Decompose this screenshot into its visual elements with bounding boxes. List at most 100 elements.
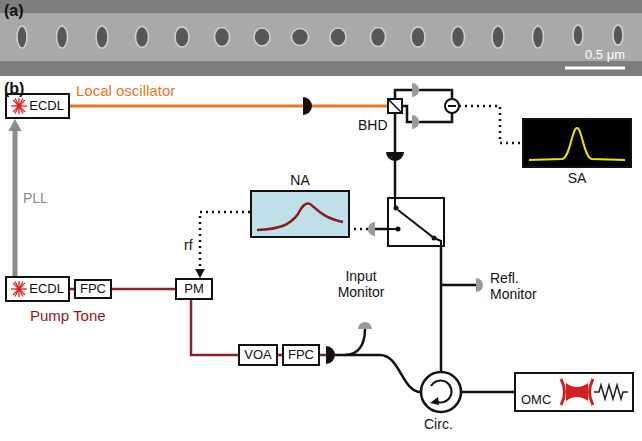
connector <box>13 130 18 276</box>
laser-core <box>17 287 22 292</box>
cavity-mirror <box>561 379 565 405</box>
subtractor <box>448 105 456 107</box>
hole <box>533 26 544 48</box>
wire <box>419 113 452 122</box>
node-label: OMC <box>521 393 551 408</box>
lens <box>386 152 404 161</box>
hole <box>215 28 230 47</box>
connector <box>200 212 250 270</box>
annotation-label: Input Monitor <box>330 268 392 300</box>
laser-icon <box>10 97 28 115</box>
annotation-label: (a) <box>4 2 24 20</box>
cavity-mirror <box>590 379 594 405</box>
component-box: FPC <box>74 279 112 299</box>
node-label: FPC <box>288 348 314 363</box>
spectrum-peak <box>529 128 625 160</box>
photodetector <box>358 322 372 329</box>
node-label: PM <box>184 282 204 297</box>
node-label: FPC <box>80 282 106 297</box>
node-label: SA <box>524 170 630 186</box>
photodetector <box>412 83 419 97</box>
hole <box>254 28 270 46</box>
node-label: ECDL <box>29 282 64 297</box>
annotation-label: Refl. Monitor <box>490 270 552 302</box>
laser-ray <box>13 100 25 112</box>
arrowhead <box>8 119 21 131</box>
annotation-label: Pump Tone <box>30 307 106 324</box>
network-analyzer: NA <box>250 190 350 238</box>
scale-bar <box>565 67 625 70</box>
laser-ray <box>13 100 25 112</box>
hole <box>492 26 504 48</box>
fiber <box>375 228 388 231</box>
hole <box>96 26 108 48</box>
hole <box>330 28 346 46</box>
laser-icon <box>10 280 28 298</box>
node-label: VOA <box>244 348 271 363</box>
hole <box>136 27 149 48</box>
rf-cable <box>350 228 368 231</box>
fiber <box>441 284 476 287</box>
switch-lead <box>388 228 396 230</box>
hole <box>613 25 623 45</box>
node-label: ECDL <box>29 99 64 114</box>
network-trace <box>252 192 348 236</box>
circulator-arrow <box>431 380 452 402</box>
photodetector <box>412 115 419 129</box>
lens <box>303 97 312 115</box>
annotation-label: 0.5 μm <box>585 48 625 63</box>
circulator-arrow <box>430 397 439 405</box>
laser-ray <box>15 99 23 114</box>
fiber <box>461 391 514 394</box>
hole <box>573 25 583 45</box>
laser-ray <box>15 99 23 114</box>
switch-contact <box>396 227 401 232</box>
rf-cable <box>459 106 522 143</box>
spectrum-analyzer: SA <box>522 118 632 168</box>
photodetector <box>368 222 375 236</box>
switch-lead <box>394 198 396 206</box>
component-box: VOA <box>238 344 278 366</box>
nanobeam <box>0 13 642 61</box>
hole <box>17 26 27 48</box>
laser-ray <box>13 283 25 295</box>
laser-ray <box>15 282 23 297</box>
photodetector <box>476 278 483 292</box>
lens <box>326 346 335 364</box>
edge-label: PLL <box>23 190 48 206</box>
annotation-label: Local oscillator <box>76 82 175 99</box>
fiber <box>440 246 443 372</box>
spectrum-trace <box>524 120 630 166</box>
resonance-curve <box>257 203 343 230</box>
fiber <box>402 106 412 122</box>
subtractor <box>445 99 459 113</box>
edge-label: rf <box>184 237 193 253</box>
connector <box>191 300 238 355</box>
circulator <box>421 372 461 412</box>
fiber <box>335 355 421 392</box>
wire <box>419 90 452 99</box>
beam-splitter <box>388 99 402 113</box>
node-label: NA <box>252 172 348 188</box>
component-box: PM <box>175 278 213 300</box>
hole <box>57 26 68 48</box>
hole <box>371 28 386 47</box>
annotation-label: BHD <box>358 117 388 133</box>
fiber <box>395 90 412 99</box>
component-box: FPC <box>282 344 320 366</box>
annotation-label: Circ. <box>424 416 453 432</box>
laser-ray <box>15 282 23 297</box>
beam-splitter <box>388 99 402 113</box>
cavity-mode <box>566 383 588 401</box>
arrowhead <box>195 269 205 278</box>
switch-contact <box>394 206 399 211</box>
hole <box>292 29 309 46</box>
hole <box>175 27 189 47</box>
lo-beam <box>66 105 388 108</box>
annotation-label: (b) <box>4 80 24 98</box>
hole <box>411 27 425 47</box>
fiber <box>345 329 365 355</box>
laser-box: ECDL <box>5 276 70 302</box>
optical-switch <box>388 198 444 246</box>
